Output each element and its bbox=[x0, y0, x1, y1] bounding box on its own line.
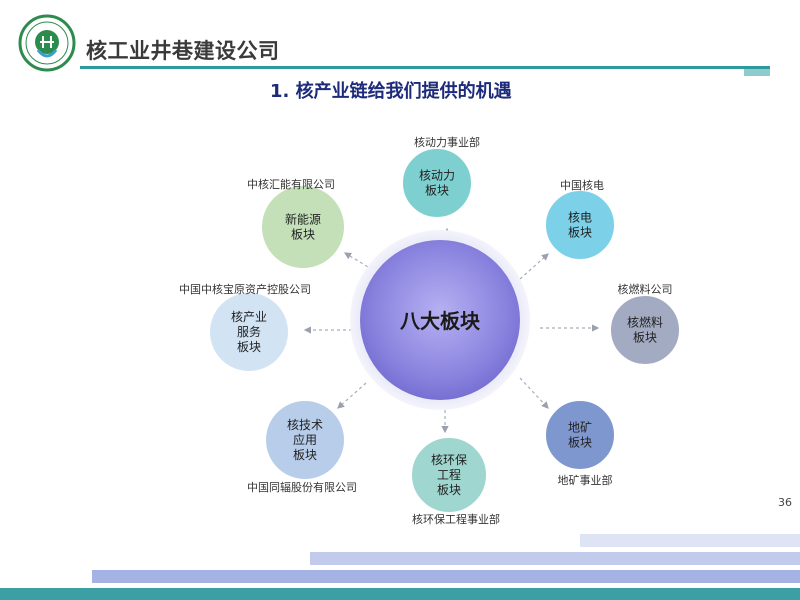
organization-label: 中国同辐股份有限公司 bbox=[247, 480, 357, 494]
connector-arrow-nuclear-tech bbox=[337, 382, 367, 409]
sector-label-line: 服务 bbox=[237, 324, 261, 339]
sector-circle bbox=[609, 294, 681, 366]
sector-label-line: 板块 bbox=[291, 228, 315, 242]
organization-label: 核环保工程事业部 bbox=[412, 512, 500, 526]
sector-circle bbox=[410, 436, 488, 514]
connector-arrow-nuclear-electric bbox=[519, 253, 549, 280]
sector-label-line: 新能源 bbox=[285, 212, 321, 227]
sector-label-line: 核产业 bbox=[231, 310, 267, 324]
organization-label: 中核汇能有限公司 bbox=[247, 177, 335, 191]
center-hub: 八大板块 bbox=[350, 230, 530, 410]
connector-arrow-geology-mining bbox=[519, 377, 549, 409]
company-name: 核工业井巷建设公司 bbox=[86, 39, 280, 63]
sector-label-line: 核燃料 bbox=[627, 315, 663, 330]
sector-label-line: 地矿 bbox=[568, 421, 592, 435]
sector-circle bbox=[208, 291, 290, 373]
footer-bar bbox=[310, 552, 800, 565]
sector-label-line: 工程 bbox=[437, 467, 461, 482]
sector-label-line: 板块 bbox=[293, 448, 317, 462]
sector-circle bbox=[544, 189, 616, 261]
sector-label-line: 应用 bbox=[293, 432, 317, 447]
header-divider-cap bbox=[744, 66, 770, 69]
sector-label-line: 核技术 bbox=[287, 418, 323, 432]
footer-bar bbox=[92, 570, 800, 583]
sector-label-line: 板块 bbox=[425, 184, 449, 198]
page-number: 36 bbox=[778, 496, 792, 509]
sector-label-line: 板块 bbox=[437, 483, 461, 497]
center-label: 八大板块 bbox=[400, 309, 481, 333]
header-divider bbox=[80, 66, 744, 69]
sector-label-line: 板块 bbox=[568, 226, 592, 240]
footer-bar bbox=[0, 588, 800, 600]
sector-label-line: 核环保 bbox=[431, 453, 467, 467]
sector-label-line: 核电 bbox=[568, 211, 592, 225]
sector-circle bbox=[260, 184, 346, 270]
sector-label-line: 核动力 bbox=[419, 169, 455, 183]
sector-circle bbox=[544, 399, 616, 471]
sector-circle bbox=[264, 399, 346, 481]
node-group: 核动力板块核动力事业部核电板块中国核电核燃料板块核燃料公司地矿板块地矿事业部核环… bbox=[179, 135, 681, 526]
organization-label: 核燃料公司 bbox=[618, 282, 673, 296]
organization-label: 核动力事业部 bbox=[414, 135, 480, 149]
sector-circle bbox=[401, 147, 473, 219]
company-logo-icon bbox=[18, 14, 76, 72]
organization-label: 中国中核宝原资产控股公司 bbox=[179, 282, 311, 296]
sector-label-line: 板块 bbox=[237, 340, 261, 354]
connector-group bbox=[303, 227, 600, 434]
organization-label: 地矿事业部 bbox=[558, 473, 613, 487]
footer-bar bbox=[580, 534, 800, 547]
center-circle bbox=[360, 240, 520, 400]
sector-label-line: 板块 bbox=[633, 331, 657, 345]
sector-label-line: 板块 bbox=[568, 436, 592, 450]
page-title: 1. 核产业链给我们提供的机遇 bbox=[270, 81, 512, 102]
header-divider-tail bbox=[744, 66, 770, 76]
organization-label: 中国核电 bbox=[560, 178, 604, 192]
